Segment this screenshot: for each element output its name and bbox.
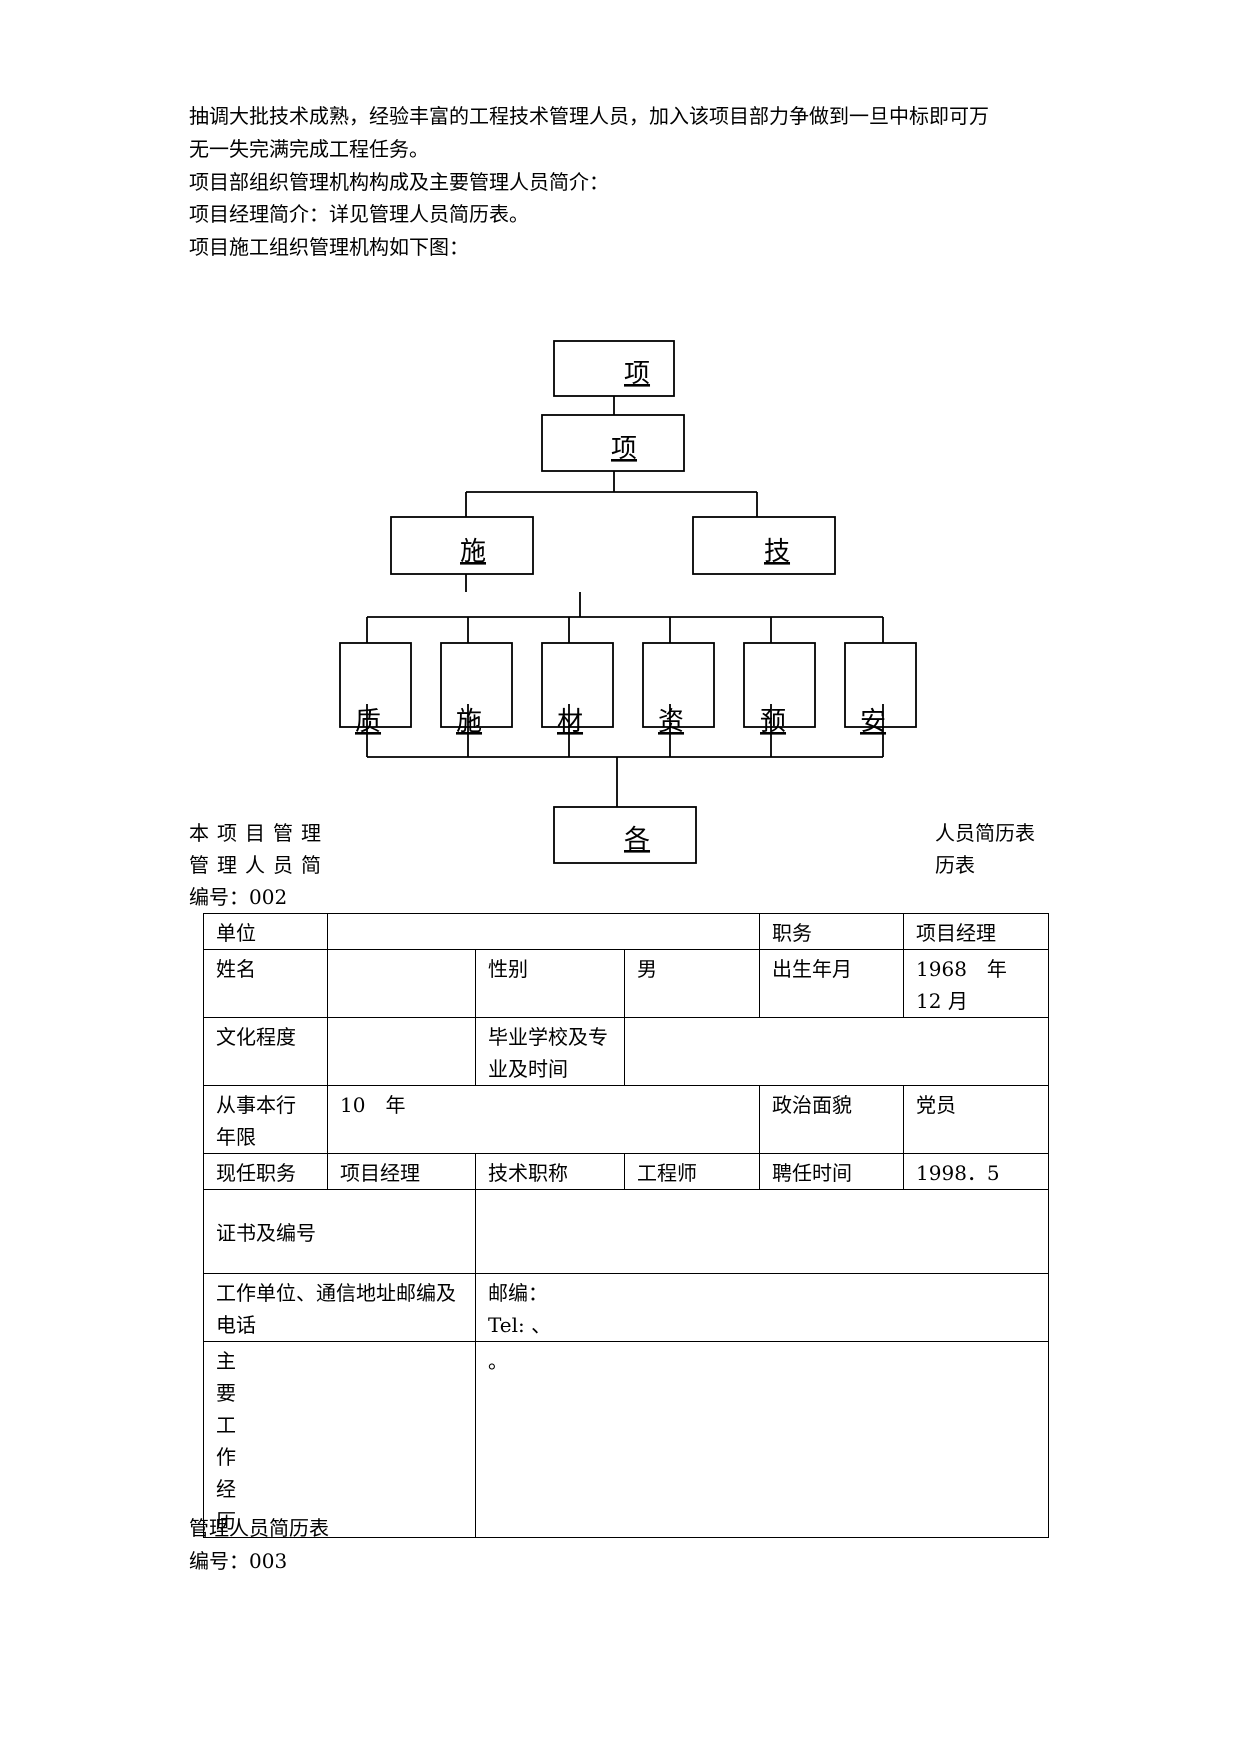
name-label: 姓名 xyxy=(203,949,328,1018)
unit-label: 单位 xyxy=(203,913,328,950)
org-chart: 项 项 施 技 质 施 材 资 预 安 各 xyxy=(339,340,917,864)
politics-label: 政治面貌 xyxy=(759,1085,905,1154)
org-label-bottom: 各 xyxy=(624,825,650,855)
unit-value xyxy=(326,913,761,950)
table-row: 现任职务 项目经理 技术职称 工程师 聘任时间 1998．5 xyxy=(203,1153,1050,1190)
position-value: 项目经理 xyxy=(903,913,1050,950)
tech-title-value: 工程师 xyxy=(623,1153,761,1190)
table-row: 主 要 工 作 经 历 。 xyxy=(203,1341,1050,1538)
intro-line-5: 项目施工组织管理机构如下图： xyxy=(189,235,469,259)
table-row: 工作单位、通信地址邮编及电话 邮编： Tel: 、 xyxy=(203,1273,1050,1342)
org-label-left-branch: 施 xyxy=(460,537,486,567)
org-dept-box xyxy=(440,642,513,728)
table-row: 证书及编号 xyxy=(203,1189,1050,1274)
name-value xyxy=(327,949,476,1018)
org-dept-box xyxy=(642,642,715,728)
postcode: 邮编： xyxy=(488,1281,548,1305)
org-dept-box xyxy=(743,642,816,728)
org-label-right-branch: 技 xyxy=(764,537,790,567)
certificate-label: 证书及编号 xyxy=(203,1189,476,1274)
org-dept-label: 材 xyxy=(557,707,583,737)
gender-label: 性别 xyxy=(475,949,625,1018)
org-label-top: 项 xyxy=(624,359,650,389)
tech-title-label: 技术职称 xyxy=(475,1153,625,1190)
table-row: 单位 职务 项目经理 xyxy=(203,913,1050,950)
org-dept-box xyxy=(339,642,412,728)
intro-line-2: 无一失完满完成工程任务。 xyxy=(189,137,429,161)
birth-value: 1968 年 12 月 xyxy=(903,949,1050,1018)
document-number-002: 编号：002 xyxy=(189,885,288,909)
current-position-label: 现任职务 xyxy=(203,1153,328,1190)
org-box-left-branch xyxy=(390,516,534,575)
position-label: 职务 xyxy=(759,913,905,950)
experience-label: 主 要 工 作 经 历 xyxy=(203,1341,476,1538)
address-value: 邮编： Tel: 、 xyxy=(474,1273,1050,1342)
org-box-right-branch xyxy=(692,516,836,575)
caption-left-line-1: 本项目管理 xyxy=(189,821,329,845)
hire-date-value: 1998．5 xyxy=(903,1153,1050,1190)
education-value xyxy=(327,1017,476,1086)
gender-value: 男 xyxy=(623,949,761,1018)
org-dept-label: 资 xyxy=(658,707,684,737)
years-label: 从事本行年限 xyxy=(203,1085,328,1154)
politics-value: 党员 xyxy=(903,1085,1050,1154)
caption-right-line-1: 人员简历表 xyxy=(935,821,1035,845)
org-dept-box xyxy=(541,642,614,728)
current-position-value: 项目经理 xyxy=(327,1153,476,1190)
footer-title: 管理人员简历表 xyxy=(189,1516,329,1540)
org-dept-label: 施 xyxy=(456,707,482,737)
caption-right-line-2: 历表 xyxy=(935,853,975,877)
telephone: Tel: 、 xyxy=(488,1313,552,1337)
org-label-second: 项 xyxy=(611,434,637,464)
hire-date-label: 聘任时间 xyxy=(759,1153,905,1190)
school-value xyxy=(623,1017,1050,1086)
org-box-top xyxy=(553,340,675,397)
org-dept-label: 预 xyxy=(760,707,786,737)
experience-value: 。 xyxy=(474,1341,1050,1538)
resume-table: 单位 职务 项目经理 姓名 性别 男 出生年月 1968 年 12 月 文化程度… xyxy=(203,913,1050,1538)
org-dept-label: 安 xyxy=(860,707,886,737)
address-label: 工作单位、通信地址邮编及电话 xyxy=(203,1273,476,1342)
certificate-value xyxy=(474,1189,1050,1274)
org-box-second xyxy=(541,414,685,472)
education-label: 文化程度 xyxy=(203,1017,328,1086)
table-row: 姓名 性别 男 出生年月 1968 年 12 月 xyxy=(203,949,1050,1018)
intro-line-4: 项目经理简介：详见管理人员简历表。 xyxy=(189,202,529,226)
table-row: 文化程度 毕业学校及专业及时间 xyxy=(203,1017,1050,1086)
document-number-003: 编号：003 xyxy=(189,1549,288,1573)
org-dept-label: 质 xyxy=(355,707,381,737)
intro-line-3: 项目部组织管理机构构成及主要管理人员简介： xyxy=(189,170,609,194)
org-box-bottom xyxy=(553,806,697,864)
years-value: 10 年 xyxy=(326,1085,761,1154)
org-dept-box xyxy=(844,642,917,728)
table-row: 从事本行年限 10 年 政治面貌 党员 xyxy=(203,1085,1050,1154)
school-label: 毕业学校及专业及时间 xyxy=(475,1017,625,1086)
caption-left-line-2: 管理人员简 xyxy=(189,853,329,877)
birth-label: 出生年月 xyxy=(759,949,905,1018)
intro-line-1: 抽调大批技术成熟，经验丰富的工程技术管理人员，加入该项目部力争做到一旦中标即可万 xyxy=(189,104,989,128)
